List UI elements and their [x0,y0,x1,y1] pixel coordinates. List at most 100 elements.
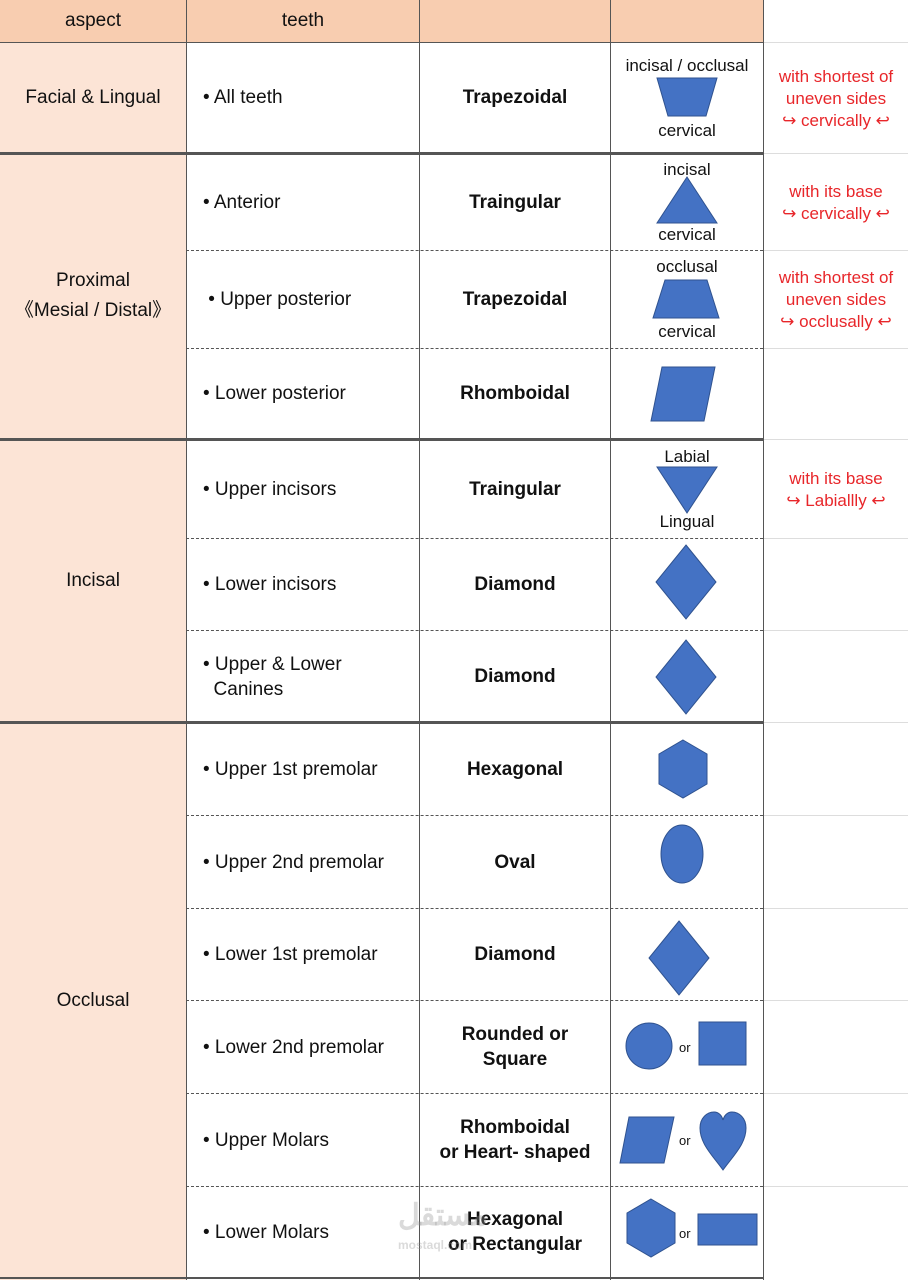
orientation-bottom-label: Lingual [659,512,715,531]
grid-line [610,0,611,1280]
teeth-cell: • Upper 2nd premolar [203,851,384,873]
row-divider [186,1093,763,1094]
orientation-bottom-label: cervical [658,121,716,140]
teeth-cell: • Upper & Lower Canines [203,653,342,700]
heart-icon [699,1111,747,1171]
annotation-note: with its base ↪ cervically ↩ [782,182,890,223]
teeth-cell: • Upper posterior [203,289,352,310]
triangle-down-icon [656,466,718,514]
teeth-cell: • Lower 2nd premolar [203,1036,384,1058]
grid-line [186,0,187,1280]
row-divider [186,250,763,251]
triangle-up-icon [656,176,718,224]
orientation-top-label: Labial [664,447,710,466]
grid-line [0,1277,763,1279]
shape-cell: Diamond [474,574,556,595]
aspect-label-facial-lingual: Facial & Lingual [25,86,161,108]
shape-cell: Trapezoidal [462,289,568,310]
parallelogram-icon [650,366,716,422]
group-divider [0,721,763,724]
group-divider [0,438,763,441]
teeth-cell: • Lower posterior [203,383,346,404]
header-aspect: aspect [65,10,121,31]
shape-cell: Traingular [469,479,561,500]
margin-line [764,1186,908,1187]
orientation-top-label: occlusal [656,257,718,276]
shape-cell: Diamond [474,944,556,965]
row-divider [186,1000,763,1001]
annotation-note: with shortest of uneven sides ↪ cervical… [778,67,894,130]
rectangle-icon [697,1213,758,1246]
watermark-logo: مستقل [398,1199,488,1232]
hexagon-icon [658,739,708,799]
parallelogram-icon [619,1116,675,1164]
row-divider [186,630,763,631]
header-shape [420,0,611,42]
shape-cell: Rhomboidal [460,383,570,404]
margin-line [764,42,908,43]
aspect-cell-occlusal [0,722,186,1280]
header-teeth: teeth [281,10,325,31]
grid-line [763,0,764,1280]
oval-icon [660,824,704,884]
shape-cell: Diamond [474,666,556,687]
shape-cell: Traingular [469,192,561,213]
diamond-icon [648,920,710,996]
orientation-bottom-label: cervical [658,322,716,341]
margin-line [764,439,908,440]
grid-line [419,0,420,1280]
teeth-cell: • Lower incisors [203,574,337,595]
teeth-cell: • Lower Molars [203,1221,329,1243]
teeth-cell: • Upper Molars [203,1129,329,1151]
hexagon-icon [626,1198,676,1258]
trapezoid-narrow-top-icon [652,279,720,319]
orientation-top-label: incisal [663,160,711,179]
teeth-cell: • Lower 1st premolar [203,944,378,965]
aspect-label-proximal: Proximal 《Mesial / Distal》 [14,270,172,321]
watermark-text: mostaql.com [398,1238,473,1252]
header-figure [611,0,763,42]
margin-line [764,538,908,539]
grid-line [0,42,763,43]
aspect-cell-incisal [0,439,186,722]
group-divider [0,152,763,155]
annotation-note: with its base ↪ Labiallly ↩ [786,469,886,510]
orientation-top-label: incisal / occlusal [625,56,749,75]
margin-line [764,1000,908,1001]
margin-line [764,815,908,816]
row-divider [186,348,763,349]
row-divider [186,1186,763,1187]
margin-line [764,908,908,909]
teeth-cell: • Anterior [203,192,281,213]
row-divider [186,908,763,909]
table-header [0,0,763,42]
or-label: or [679,1040,691,1055]
teeth-cell: • Upper 1st premolar [203,759,378,780]
trapezoid-narrow-bottom-icon [656,77,718,117]
aspect-cell-facial-lingual [0,42,186,153]
aspect-label-incisal: Incisal [66,569,120,591]
or-label: or [679,1226,691,1241]
orientation-bottom-label: cervical [658,225,716,244]
shape-cell: Oval [494,851,536,873]
aspect-label-occlusal: Occlusal [56,990,130,1011]
aspect-cell-proximal [0,153,186,439]
shape-cell: Rounded or Square [461,1024,569,1070]
or-label: or [679,1133,691,1148]
shape-cell: Rhomboidal or Heart- shaped [439,1117,591,1163]
square-icon [698,1021,747,1066]
annotation-note: with shortest of uneven sides ↪ occlusal… [778,268,894,331]
teeth-cell: • All teeth [203,87,283,108]
margin-line [764,348,908,349]
diamond-icon [655,639,717,715]
margin-line [764,722,908,723]
row-divider [186,815,763,816]
margin-line [764,250,908,251]
shape-cell: Hexagonal or Rectangular [447,1209,583,1255]
shape-cell: Hexagonal [466,759,564,780]
margin-line [764,630,908,631]
shape-cell: Trapezoidal [462,87,568,108]
margin-line [764,1093,908,1094]
circle-icon [625,1022,673,1070]
diamond-icon [655,544,717,620]
